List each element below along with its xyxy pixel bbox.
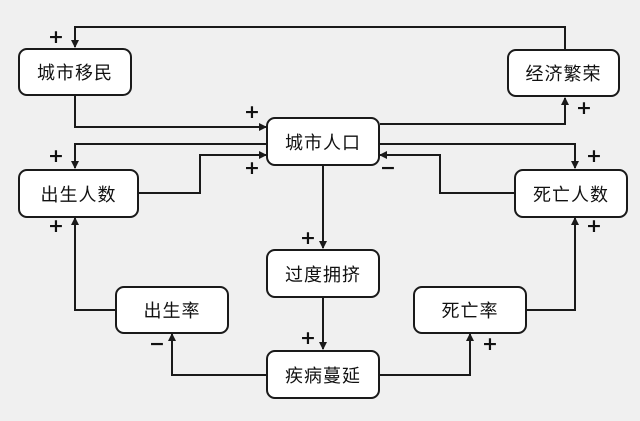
- edge-death-rate-to-deaths: [527, 217, 579, 311]
- polarity-migrants-to-population: +: [244, 101, 260, 123]
- node-overcrowding: 过度拥挤: [266, 249, 380, 298]
- edge-population-to-deaths: [380, 143, 579, 169]
- edge-population-to-economy: [380, 97, 569, 125]
- edge-deaths-to-population: [379, 151, 514, 194]
- polarity-economy-to-migrants: +: [48, 26, 64, 48]
- node-birth-rate: 出生率: [115, 286, 229, 334]
- polarity-death-rate-to-deaths: +: [586, 215, 602, 237]
- node-births: 出生人数: [18, 169, 139, 218]
- node-city-population: 城市人口: [266, 117, 380, 166]
- edge-economy-to-migrants: [71, 26, 566, 49]
- node-death-rate: 死亡率: [413, 286, 527, 334]
- edge-disease-to-death-rate: [380, 333, 474, 376]
- node-deaths: 死亡人数: [514, 169, 628, 218]
- node-disease-spread: 疾病蔓延: [266, 350, 380, 399]
- polarity-population-to-crowding: +: [300, 227, 316, 249]
- node-economic-prosperity: 经济繁荣: [507, 49, 620, 97]
- polarity-population-to-deaths: +: [586, 145, 602, 167]
- polarity-disease-to-death-rate: +: [482, 333, 498, 355]
- polarity-disease-to-birth-rate: −: [149, 333, 165, 355]
- edge-birth-rate-to-births: [71, 217, 115, 311]
- polarity-birth-rate-to-births: +: [48, 215, 64, 237]
- polarity-crowding-to-disease: +: [300, 327, 316, 349]
- polarity-population-to-economy: +: [576, 97, 592, 119]
- polarity-deaths-to-population: −: [380, 157, 396, 179]
- polarity-births-to-population: +: [244, 157, 260, 179]
- edge-population-to-births: [71, 143, 266, 169]
- edge-disease-to-birth-rate: [168, 333, 266, 376]
- node-city-migrants: 城市移民: [18, 48, 132, 96]
- edge-migrants-to-population: [74, 96, 267, 131]
- polarity-population-to-births: +: [48, 145, 64, 167]
- edge-births-to-population: [139, 151, 267, 194]
